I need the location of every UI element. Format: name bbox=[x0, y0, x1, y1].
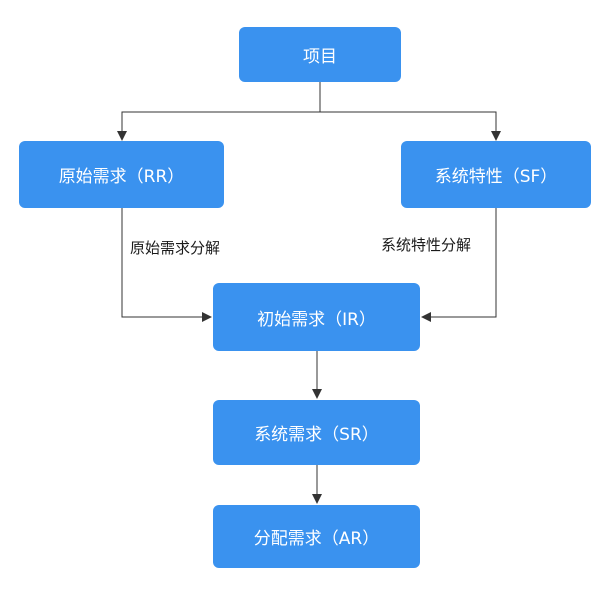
node-sr: 系统需求（SR） bbox=[213, 400, 420, 465]
node-sf: 系统特性（SF） bbox=[401, 141, 591, 208]
node-project: 项目 bbox=[239, 27, 401, 82]
node-rr: 原始需求（RR） bbox=[19, 141, 224, 208]
edge-project-to-sf bbox=[320, 111, 501, 141]
node-ir: 初始需求（IR） bbox=[213, 283, 420, 351]
edge-label-rr-decompose: 原始需求分解 bbox=[130, 239, 221, 257]
edge-rr-to-ir bbox=[121, 208, 212, 322]
edge-project-to-rr bbox=[117, 82, 321, 141]
edge-label-sf-decompose: 系统特性分解 bbox=[381, 236, 472, 254]
edge-sf-to-ir bbox=[421, 208, 497, 322]
node-ar: 分配需求（AR） bbox=[213, 505, 420, 568]
